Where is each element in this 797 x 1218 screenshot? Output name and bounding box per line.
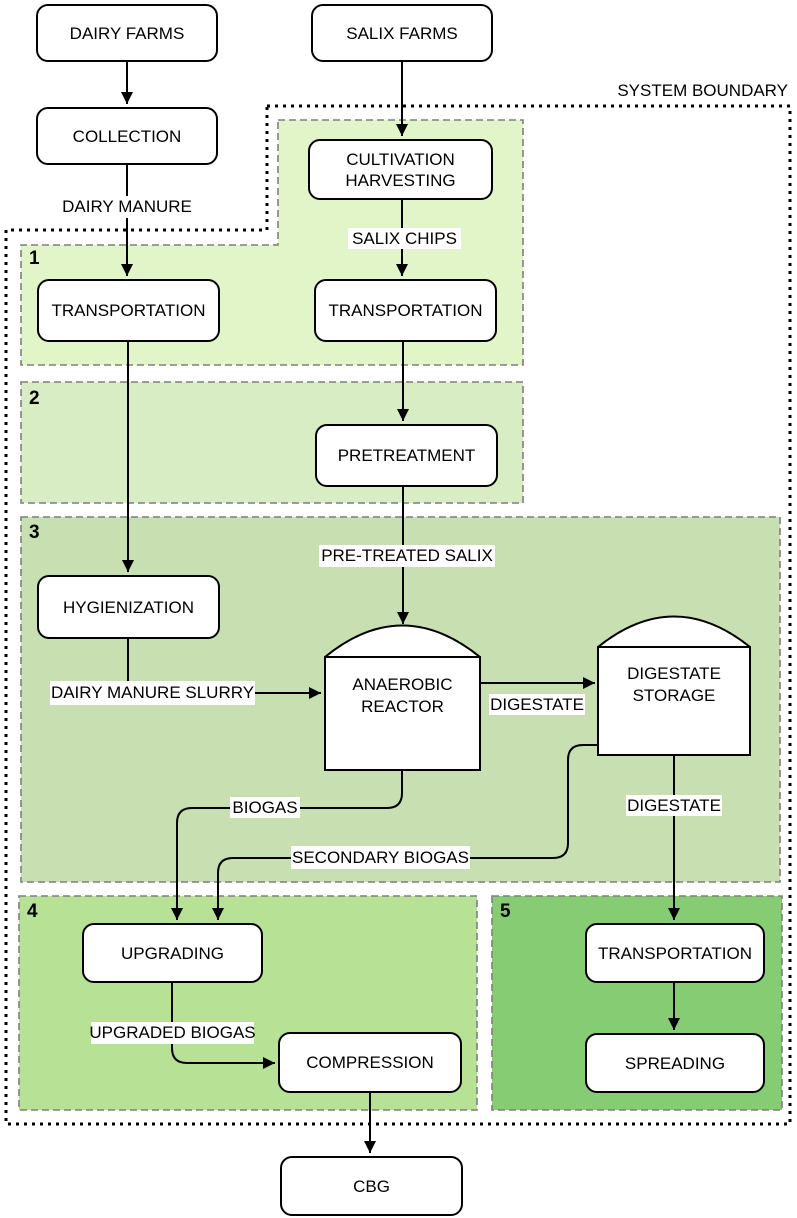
system-boundary-outline (4, 104, 792, 1126)
node-transportation-salix: TRANSPORTATION (314, 279, 497, 342)
zone-3-number: 3 (29, 522, 40, 543)
node-transportation-digestate: TRANSPORTATION (585, 923, 765, 983)
node-hygienization: HYGIENIZATION (37, 575, 220, 639)
flow-label-biogas: BIOGAS (230, 797, 300, 818)
zone-2-number: 2 (29, 388, 40, 409)
anaerobic-reactor-body (324, 656, 481, 771)
flow-label-dairy-manure: DAIRY MANURE (57, 196, 197, 218)
digestate-storage-dome (597, 615, 751, 648)
node-anaerobic-reactor: ANAEROBIC REACTOR (352, 675, 453, 716)
node-pretreatment: PRETREATMENT (315, 424, 498, 487)
flow-label-dairy-manure-slurry: DAIRY MANURE SLURRY (50, 681, 255, 705)
flow-label-upgraded-biogas: UPGRADED BIOGAS (89, 1022, 256, 1044)
system-boundary-label: SYSTEM BOUNDARY (617, 81, 788, 100)
node-collection: COLLECTION (36, 107, 218, 165)
node-upgrading: UPGRADING (82, 923, 263, 983)
zone-5-number: 5 (500, 901, 511, 922)
zone-1-number: 1 (29, 248, 40, 269)
node-spreading: SPREADING (585, 1033, 765, 1093)
node-transportation-manure: TRANSPORTATION (37, 279, 220, 342)
flow-label-digestate-to-transport: DIGESTATE (626, 795, 722, 816)
zone-4-number: 4 (27, 901, 38, 922)
node-compression: COMPRESSION (278, 1032, 462, 1093)
node-digestate-storage: DIGESTATE STORAGE (627, 664, 721, 705)
flow-label-salix-chips: SALIX CHIPS (348, 228, 461, 249)
node-salix-farms: SALIX FARMS (311, 4, 493, 62)
node-cultivation-harvesting: CULTIVATION HARVESTING (308, 139, 493, 200)
anaerobic-reactor-dome (324, 624, 481, 658)
flow-label-pretreated-salix: PRE-TREATED SALIX (319, 545, 495, 567)
node-dairy-farms: DAIRY FARMS (36, 4, 218, 62)
node-cbg: CBG (280, 1156, 463, 1216)
arrow-upgrading-to-compression (171, 983, 275, 1069)
flow-label-secondary-biogas: SECONDARY BIOGAS (291, 846, 470, 869)
arrow-secondary-biogas-to-upgrading (212, 744, 598, 920)
digestate-storage-body (597, 646, 751, 756)
flow-label-digestate-to-storage: DIGESTATE (489, 694, 585, 715)
